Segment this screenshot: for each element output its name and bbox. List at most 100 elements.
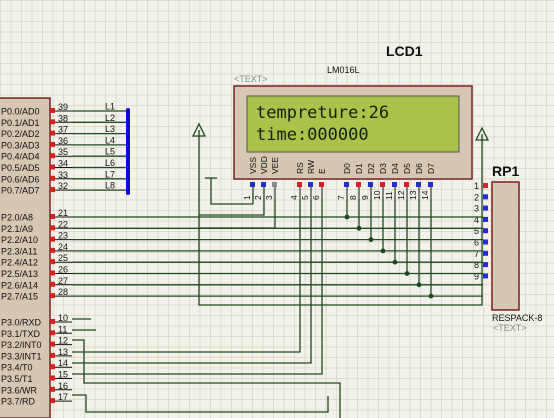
mcu-pin-marker[interactable] [50,247,55,253]
mcu-pin-marker[interactable] [50,375,55,381]
lcd-pin-number: 12 [396,190,406,200]
mcu-pin-number: 17 [58,392,68,402]
mcu-pin-label: P3.3/INT1 [1,351,42,361]
mcu-pin-number: 21 [58,208,68,218]
lcd-pin-marker[interactable] [344,182,349,187]
lcd-pin-marker[interactable] [297,182,302,187]
rp-pin-marker[interactable] [483,216,488,222]
bus-net-label: L6 [105,158,115,168]
lcd-pin-number: 6 [311,195,321,200]
lcd-pin-label: D4 [390,163,400,174]
mcu-pin-marker[interactable] [50,214,55,219]
mcu-pin-label: P0.2/AD2 [1,129,40,139]
mcu-pin-marker[interactable] [50,364,55,370]
bus-net-label: L3 [105,124,115,134]
rp-pin-number: 9 [474,271,479,281]
rp-pin-marker[interactable] [483,205,488,211]
junction-dot [380,248,386,254]
mcu-pin-marker[interactable] [50,398,55,404]
mcu-pin-marker[interactable] [50,330,55,336]
rp-pin-number: 5 [474,226,479,236]
mcu-body[interactable] [0,97,51,418]
lcd-pin-label: D7 [426,163,436,174]
rp-pin-marker[interactable] [483,250,488,256]
data-line-wire [72,200,372,241]
lcd-pin-marker[interactable] [272,182,277,187]
rp-pin-marker[interactable] [483,239,488,245]
mcu-pin-marker[interactable] [50,293,55,299]
mcu-pin-marker[interactable] [50,108,55,113]
mcu-pin-number: 15 [58,370,68,380]
mcu-pin-label: P0.3/AD3 [1,140,40,150]
mcu-pin-marker[interactable] [50,259,55,265]
mcu-pin-marker[interactable] [50,341,55,347]
lcd-pin-marker[interactable] [416,182,421,187]
lcd-pin-marker[interactable] [392,182,397,187]
mcu-pin-label: P2.5/A13 [1,269,38,279]
mcu-pin-number: 37 [58,125,68,135]
mcu-pin-marker[interactable] [50,236,55,242]
rp-pin-number: 1 [474,181,479,191]
mcu-pin-number: 14 [58,358,68,368]
mcu-pin-marker[interactable] [50,130,55,136]
mcu-pin-label: P2.3/A11 [1,246,37,256]
lcd-pin-number: 8 [348,195,358,200]
lcd-pin-marker[interactable] [250,182,255,187]
lcd-pin-label: E [317,168,327,174]
mcu-pin-number: 25 [58,253,68,263]
vee-wire [199,200,276,229]
rp-pin-marker[interactable] [483,273,488,279]
mcu-pin-marker[interactable] [50,153,55,159]
lcd-pin-label: D1 [354,163,364,174]
mcu-pin-marker[interactable] [50,386,55,392]
rp-pin-marker[interactable] [483,262,488,268]
lcd-pin-marker[interactable] [380,182,385,187]
mcu-pin-marker[interactable] [50,225,55,231]
rp-text-tag: <TEXT> [493,323,527,333]
mcu-pin-marker[interactable] [50,319,55,324]
junction-dot [404,271,410,276]
mcu-pin-label: P3.6/WR [1,385,38,395]
lcd-line-1: tempreture:26 [256,103,389,123]
mcu-pin-marker[interactable] [50,175,55,181]
mcu-pin-label: P2.4/A12 [1,258,38,268]
mcu-pin-label: P0.5/AD5 [1,163,40,173]
vdd-wire [198,180,265,216]
lcd-pin-number: 5 [300,195,310,200]
rp-pin-marker[interactable] [483,194,488,200]
mcu-pin-number: 39 [58,102,68,112]
mcu-pin-marker[interactable] [50,281,55,287]
rp-body[interactable] [491,181,520,311]
lcd-pin-number: 2 [253,195,263,200]
bus-net-label: L7 [105,169,115,179]
lcd-pin-marker[interactable] [404,182,409,187]
mcu-pin-number: 13 [58,347,68,357]
lcd-pin-label: D6 [414,163,424,174]
mcu-pin-marker[interactable] [50,119,55,125]
mcu-pin-marker[interactable] [50,164,55,170]
mcu-pin-number: 23 [58,231,68,241]
lcd-pin-marker[interactable] [356,182,361,187]
rp-pin-number: 3 [474,204,479,214]
rp-pin-marker[interactable] [483,228,488,234]
lcd-pin-marker[interactable] [308,182,313,187]
junction-dot [356,225,362,231]
junction-dot [416,282,422,288]
mcu-pin-label: P3.0/RXD [1,318,42,328]
mcu-pin-marker[interactable] [50,352,55,358]
lcd-pin-marker[interactable] [261,182,266,187]
lcd-pin-marker[interactable] [319,182,324,187]
rp-pin-number: 4 [474,215,479,225]
lcd-line-2: time:000000 [256,125,369,145]
lcd-pin-marker[interactable] [428,182,433,187]
mcu-pin-number: 34 [58,159,68,169]
mcu-pin-label: P0.1/AD1 [1,118,40,128]
rp-pin-number: 2 [474,192,479,202]
mcu-pin-marker[interactable] [50,187,55,193]
mcu-pin-marker[interactable] [50,141,55,147]
rp-pin-marker[interactable] [483,183,488,188]
lcd-pin-marker[interactable] [368,182,373,187]
mcu-pin-marker[interactable] [50,270,55,276]
